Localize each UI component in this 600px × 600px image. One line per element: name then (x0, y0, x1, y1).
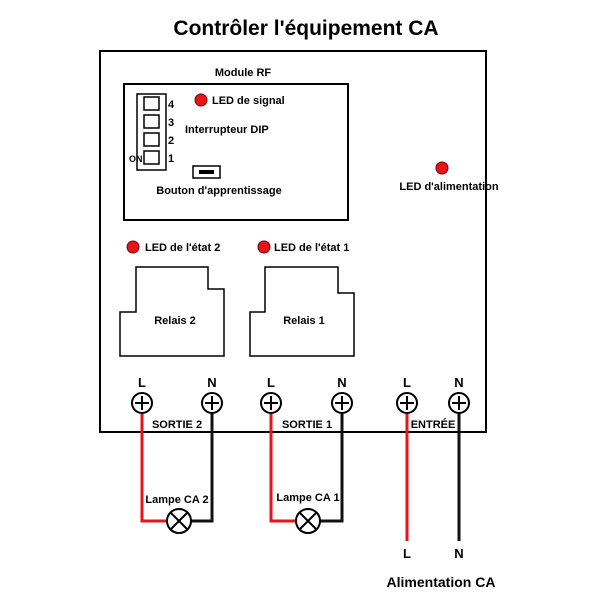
dip-number: 1 (168, 153, 174, 165)
terminal-letter: N (337, 375, 346, 390)
output-2-label: SORTIE 2 (152, 419, 202, 431)
cross-icon (335, 396, 349, 410)
dip-number: 2 (168, 135, 174, 147)
wiring (140, 403, 461, 541)
supply-live-label: L (403, 546, 411, 561)
neutral-wire (191, 403, 214, 523)
learn-button-label: Bouton d'apprentissage (156, 185, 281, 197)
status-led-1 (257, 240, 271, 254)
cross-icon (264, 396, 278, 410)
live-wire (140, 403, 167, 523)
terminal-screw[interactable] (131, 392, 153, 414)
dip-switch-3[interactable] (143, 114, 160, 129)
dip-switch-label: Interrupteur DIP (185, 124, 269, 136)
dip-on-label: ON (129, 154, 143, 164)
signal-led-label: LED de signal (212, 95, 285, 107)
terminal-letter: L (403, 375, 411, 390)
terminal-screw[interactable] (396, 392, 418, 414)
terminal-screw[interactable] (331, 392, 353, 414)
cross-icon (400, 396, 414, 410)
lamp-2-label: Lampe CA 2 (145, 494, 208, 506)
cross-icon (205, 396, 219, 410)
terminal-letter: N (454, 375, 463, 390)
dip-number: 3 (168, 117, 174, 129)
relay-1-label: Relais 1 (283, 315, 325, 327)
learn-button-slot (199, 170, 214, 174)
power-led-label: LED d'alimentation (399, 181, 498, 193)
dip-switch-2[interactable] (143, 132, 160, 147)
dip-switch: 4 3 2 1 ON (129, 93, 175, 171)
relay-2 (119, 266, 225, 357)
controller-enclosure (99, 50, 487, 433)
dip-switch-1[interactable] (143, 150, 160, 165)
terminal-letter: L (138, 375, 146, 390)
neutral-wire (320, 403, 344, 523)
status-led-2 (126, 240, 140, 254)
lamp-1-label: Lampe CA 1 (276, 492, 339, 504)
dip-switch-4[interactable] (143, 96, 160, 111)
dip-number: 4 (168, 99, 175, 111)
cross-icon (135, 396, 149, 410)
diagram-title: Contrôler l'équipement CA (173, 17, 438, 40)
terminal-screw[interactable] (448, 392, 470, 414)
output-1-label: SORTIE 1 (282, 419, 332, 431)
terminal-screw[interactable] (201, 392, 223, 414)
cross-icon (452, 396, 466, 410)
rf-module (123, 83, 349, 221)
power-led (435, 161, 449, 175)
relay-1 (249, 266, 355, 357)
terminal-block (131, 392, 470, 414)
supply-label: Alimentation CA (387, 574, 496, 590)
lamp-2-icon (166, 508, 192, 534)
signal-led (194, 93, 208, 107)
input-label: ENTRÉE (411, 418, 456, 431)
rf-module-label: Module RF (215, 67, 271, 79)
terminal-letter: N (207, 375, 216, 390)
terminal-screw[interactable] (260, 392, 282, 414)
live-wire (269, 403, 296, 523)
dip-switch-housing (136, 93, 167, 171)
supply-neutral-label: N (454, 546, 463, 561)
lamp-1-icon (295, 508, 321, 534)
status-led-2-label: LED de l'état 2 (145, 242, 220, 254)
relay-2-label: Relais 2 (154, 315, 196, 327)
terminal-letter: L (267, 375, 275, 390)
status-led-1-label: LED de l'état 1 (274, 242, 349, 254)
